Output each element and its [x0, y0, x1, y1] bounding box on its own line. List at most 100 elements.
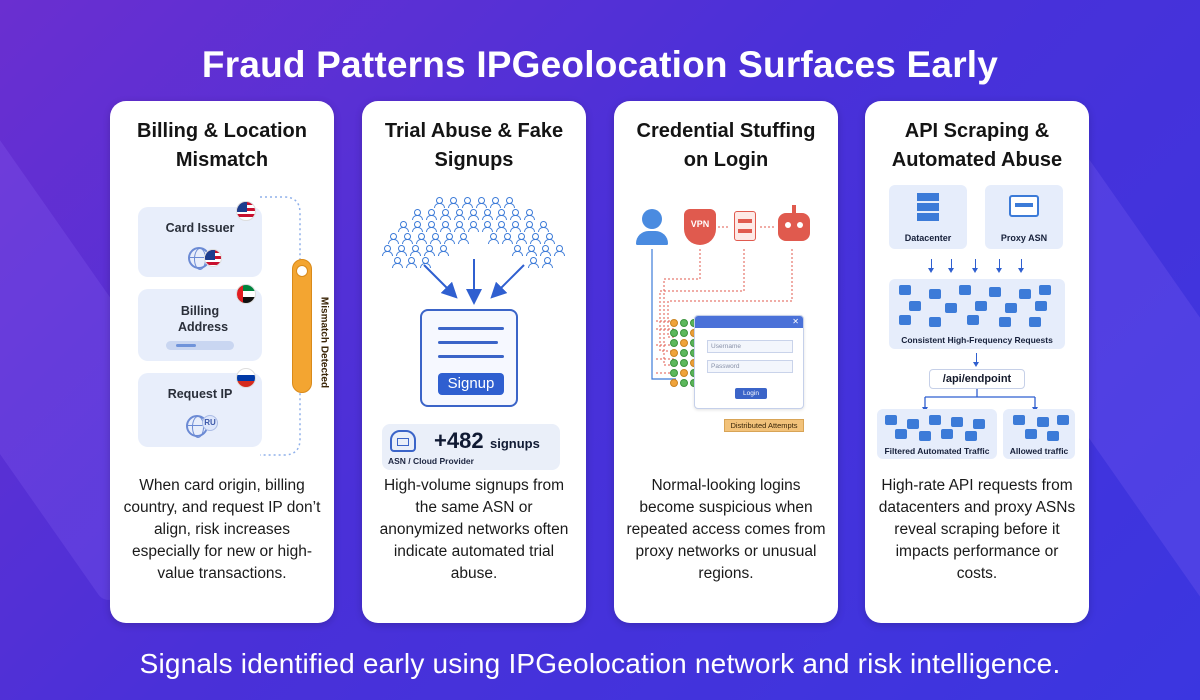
form-line: [438, 327, 504, 330]
person-icon: [526, 245, 537, 256]
person-icon: [538, 221, 549, 232]
person-icon: [454, 221, 465, 232]
person-icon: [396, 245, 407, 256]
request-doc-icon: [967, 315, 979, 325]
crowd-of-users: [362, 179, 586, 279]
down-arrow-icon: [1018, 259, 1024, 273]
datacenter-label: Datacenter: [904, 233, 952, 243]
attempt-dot-icon: [670, 369, 678, 377]
person-icon: [524, 221, 535, 232]
person-icon: [430, 233, 441, 244]
request-doc-icon: [907, 419, 919, 429]
attempt-dot-icon: [680, 369, 688, 377]
person-icon: [426, 209, 437, 220]
person-icon: [434, 197, 445, 208]
person-icon: [554, 245, 565, 256]
server-slot: [397, 438, 409, 446]
person-icon: [476, 197, 487, 208]
bot-icon: [778, 213, 810, 241]
person-icon: [482, 209, 493, 220]
attempt-dot-icon: [670, 349, 678, 357]
attempt-dot-icon: [680, 339, 688, 347]
request-icons: [889, 279, 1065, 329]
person-icon: [502, 233, 513, 244]
person-icon: [382, 245, 393, 256]
request-doc-icon: [1019, 289, 1031, 299]
high-frequency-requests-box: Consistent High-Frequency Requests: [889, 279, 1065, 349]
request-doc-icon: [1005, 303, 1017, 313]
asn-cloud-provider-label: ASN / Cloud Provider: [388, 456, 474, 466]
person-icon: [516, 233, 527, 244]
high-frequency-label: Consistent High-Frequency Requests: [901, 335, 1053, 345]
datacenter-box: Datacenter: [889, 185, 967, 249]
person-icon: [440, 209, 451, 220]
distributed-attempts-tag: Distributed Attempts: [724, 419, 804, 432]
request-doc-icon: [1039, 285, 1051, 295]
person-icon: [412, 209, 423, 220]
person-icon: [402, 233, 413, 244]
person-icon: [524, 209, 535, 220]
request-doc-icon: [1025, 429, 1037, 439]
down-arrow-icon: [996, 259, 1002, 273]
person-icon: [488, 233, 499, 244]
request-doc-icon: [945, 303, 957, 313]
allowed-request-icons: [1003, 409, 1075, 443]
credential-stuffing-illustration: VPN ✕ Username Password Login Distribute…: [614, 179, 838, 469]
person-icon: [416, 233, 427, 244]
api-scraping-illustration: Datacenter Proxy ASN Consistent High-Fre…: [865, 179, 1089, 469]
attempt-dot-icon: [670, 339, 678, 347]
down-arrow-icon: [973, 353, 979, 367]
person-icon: [438, 245, 449, 256]
request-doc-icon: [951, 417, 963, 427]
person-icon: [454, 209, 465, 220]
person-icon: [458, 233, 469, 244]
attempt-dot-icon: [670, 329, 678, 337]
person-icon: [388, 233, 399, 244]
connector-dotted-line: [260, 196, 301, 456]
request-doc-icon: [975, 301, 987, 311]
signup-count: +482: [434, 428, 484, 453]
attempt-dot-icon: [680, 349, 688, 357]
address-bar-fill: [176, 344, 196, 347]
person-icon: [528, 257, 539, 268]
request-doc-icon: [1037, 417, 1049, 427]
filtered-request-icons: [877, 409, 997, 443]
form-line: [438, 341, 498, 344]
attempt-dot-icon: [680, 329, 688, 337]
footer-caption: Signals identified early using IPGeoloca…: [139, 648, 1061, 679]
bot-antenna: [792, 205, 796, 213]
card-title: Trial Abuse & Fake Signups: [384, 120, 564, 171]
request-doc-icon: [989, 287, 1001, 297]
attempt-dot-icon: [670, 379, 678, 387]
person-icon: [496, 209, 507, 220]
down-arrow-icon: [928, 259, 934, 273]
card-description: Normal-looking logins become suspicious …: [626, 477, 826, 582]
request-doc-icon: [899, 315, 911, 325]
trial-abuse-illustration: Signup +482 signups ASN / Cloud Provider: [362, 179, 586, 470]
datacenter-icon: [917, 193, 939, 223]
card-issuer-box: Card Issuer: [138, 207, 262, 277]
user-icon-body: [636, 231, 668, 245]
request-doc-icon: [929, 317, 941, 327]
mismatch-detected-pill: [292, 259, 312, 393]
person-icon: [426, 221, 437, 232]
attempt-paths: [651, 226, 793, 380]
api-endpoint-pill: /api/endpoint: [929, 369, 1025, 389]
vpn-label: VPN: [690, 219, 710, 229]
alert-dot-icon: [296, 265, 308, 277]
person-icon: [448, 197, 459, 208]
request-doc-icon: [899, 285, 911, 295]
page-title: Fraud Patterns IPGeolocation Surfaces Ea…: [201, 44, 999, 85]
proxy-server-slot: [1015, 203, 1033, 207]
request-doc-icon: [1029, 317, 1041, 327]
person-icon: [504, 197, 515, 208]
person-icon: [530, 233, 541, 244]
person-icon: [510, 221, 521, 232]
address-bar-icon: [166, 341, 234, 350]
attempt-dot-icon: [670, 359, 678, 367]
person-icon: [462, 197, 473, 208]
request-doc-icon: [929, 415, 941, 425]
card-api-scraping: API Scraping & Automated Abuse Datacente…: [865, 101, 1089, 623]
card-description: High-rate API requests from datacenters …: [878, 477, 1076, 582]
attempt-dot-icon: [680, 379, 688, 387]
